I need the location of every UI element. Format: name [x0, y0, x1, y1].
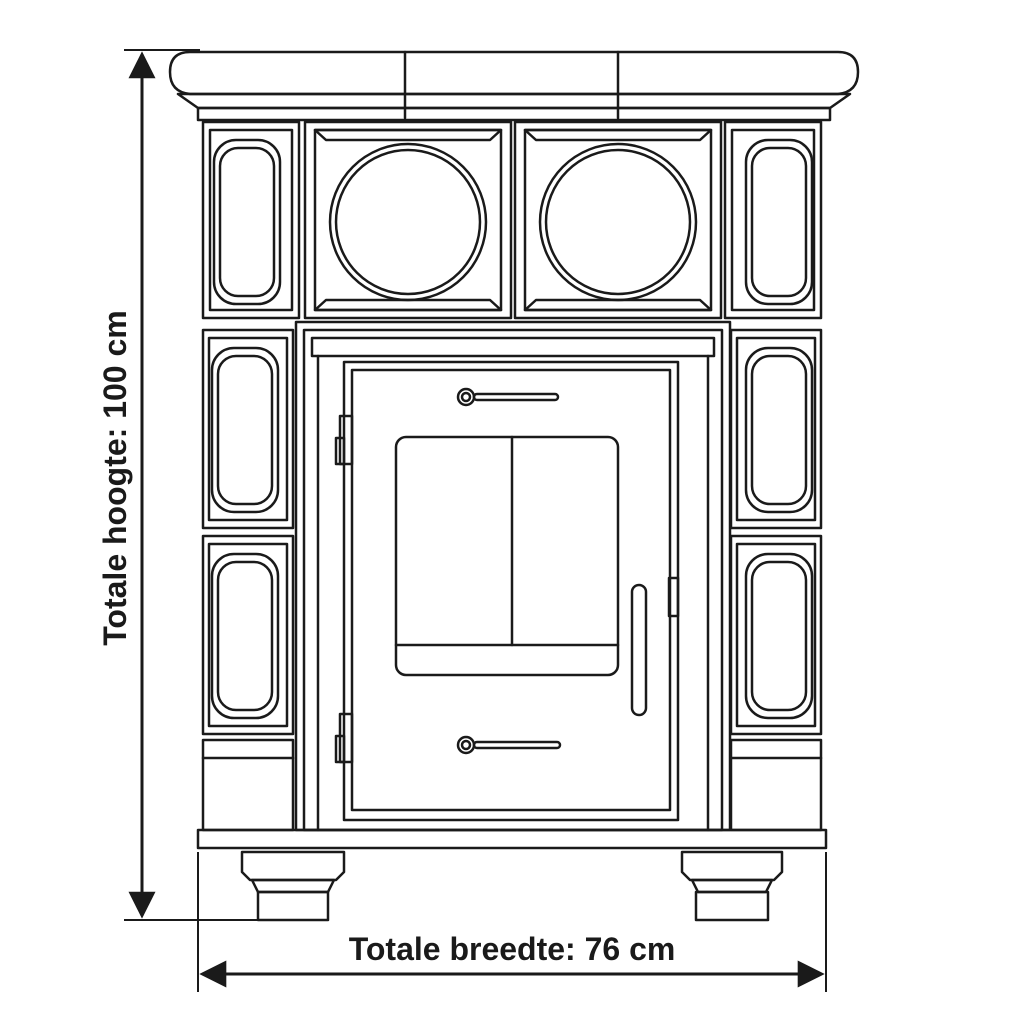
tile-right-middle — [729, 328, 823, 530]
foot-right — [680, 850, 784, 922]
fire-door — [334, 360, 680, 822]
base-slab — [196, 828, 828, 850]
plinth-left — [201, 738, 295, 832]
width-dimension-line — [197, 852, 827, 992]
tile-left-middle — [201, 328, 295, 530]
door-handle — [630, 576, 680, 717]
height-dimension-line — [124, 49, 258, 921]
tile-left-bottom — [201, 534, 295, 736]
height-label: Totale hoogte: 100 cm — [97, 310, 133, 645]
plinth-right — [729, 738, 823, 832]
tile-right-top — [723, 120, 823, 320]
tile-round-right — [513, 120, 723, 320]
door-frame — [294, 320, 732, 832]
foot-left — [240, 850, 346, 922]
tile-left-top — [201, 120, 301, 320]
tile-round-left — [303, 120, 513, 320]
air-vent-top — [456, 387, 560, 407]
door-hinge-top — [334, 414, 354, 466]
door-window — [394, 435, 620, 677]
width-label: Totale breedte: 76 cm — [349, 931, 676, 967]
door-hinge-bottom — [334, 712, 354, 764]
top-cornice — [168, 50, 860, 122]
tile-right-bottom — [729, 534, 823, 736]
air-vent-bottom — [456, 735, 562, 755]
